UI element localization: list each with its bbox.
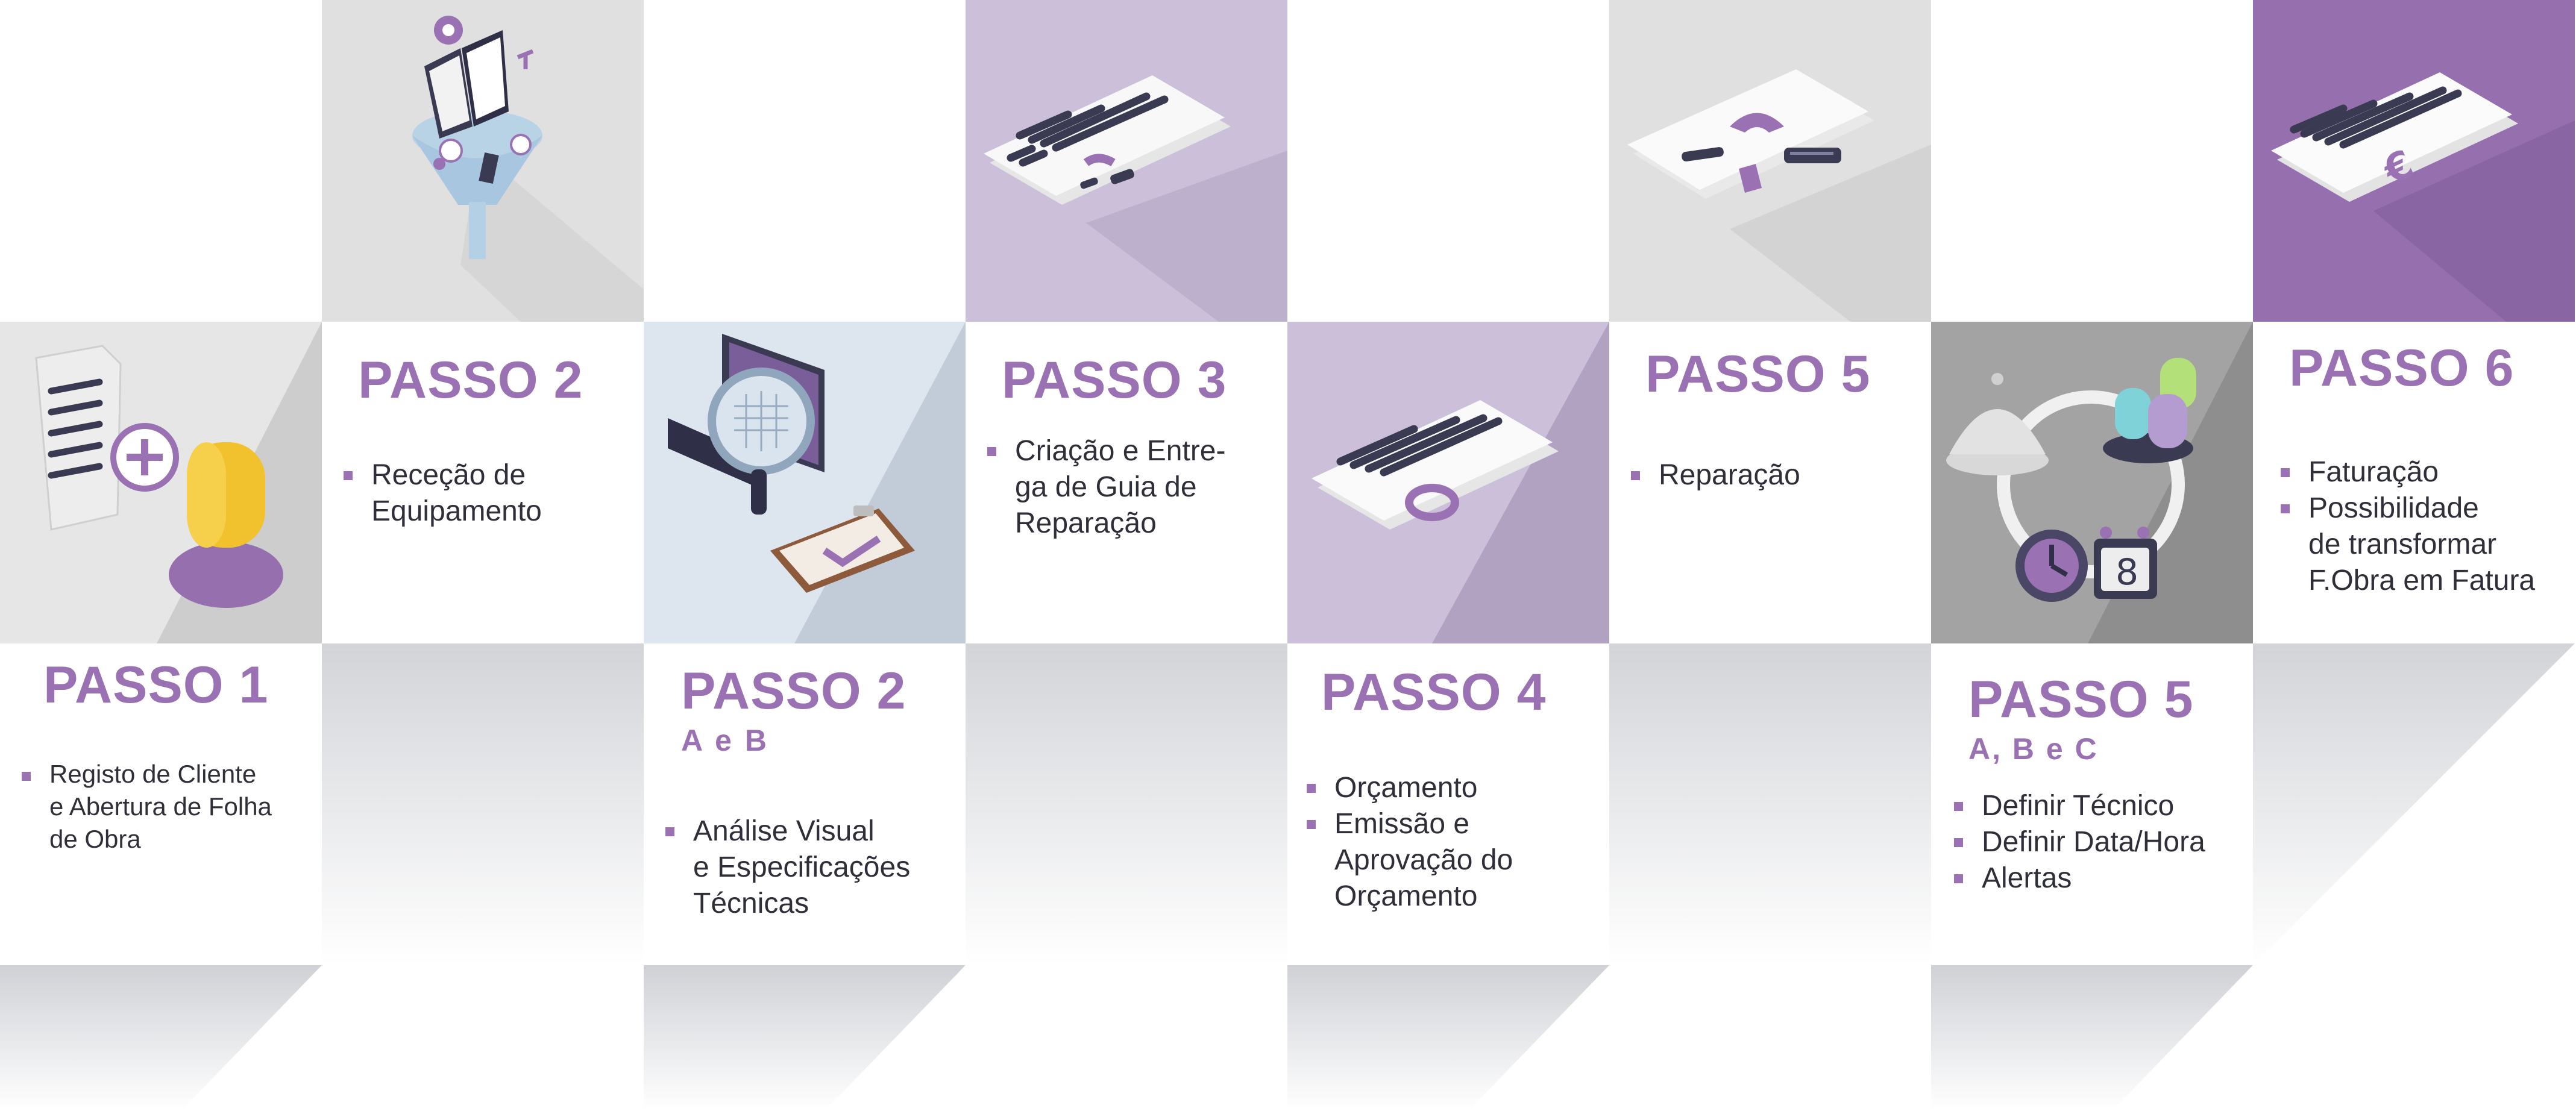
step-items: Definir Técnico Definir Data/Hora Alerta… (1952, 788, 2205, 897)
step-items: Criação e Entre- ga de Guia de Reparação (985, 433, 1225, 542)
blank-tile (0, 0, 322, 322)
step-items: Registo de Cliente e Abertura de Folha d… (19, 758, 272, 856)
blank-tile (644, 0, 966, 322)
scheduling-cycle-icon: 8 (1946, 322, 2253, 643)
step-title: PASSO 2 (681, 662, 906, 720)
passo-2ab-card: PASSO 2 A e B Análise Visual e Especific… (644, 643, 966, 965)
fold-shadow (0, 965, 322, 1111)
passo-1-card: PASSO 1 Registo de Cliente e Abertura de… (0, 643, 322, 965)
step-subtitle: A e B (681, 724, 769, 757)
step-items: Receção de Equipamento (341, 457, 542, 530)
passo-5abc-card: PASSO 5 A, B e C Definir Técnico Definir… (1931, 643, 2253, 965)
step-items: Análise Visual e Especificações Técnicas (663, 813, 910, 922)
list-item: Receção de Equipamento (341, 457, 542, 530)
fold-shadow (1931, 965, 2253, 1111)
step-title: PASSO 2 (358, 351, 583, 409)
passo-5-illustration (1609, 0, 1931, 322)
list-item: Definir Data/Hora (1952, 824, 2205, 860)
fold-shadow (1609, 643, 1931, 965)
passo-6-illustration: € (2253, 0, 2575, 322)
budget-document-icon (1312, 322, 1609, 643)
list-item: Emissão e Aprovação do Orçamento (1304, 806, 1513, 915)
repair-guide-document-icon (984, 75, 1287, 322)
fold-shadow (1287, 965, 1609, 1111)
passo-5-card: PASSO 5 Reparação (1609, 322, 1931, 643)
fold-shadow (966, 643, 1287, 965)
invoice-euro-icon: € (2271, 72, 2575, 322)
list-item: Alertas (1952, 860, 2205, 897)
equipment-funnel-icon (412, 16, 644, 322)
svg-text:8: 8 (2116, 551, 2138, 593)
passo-2-illustration (322, 0, 644, 322)
list-item: Reparação (1629, 457, 1800, 493)
step-title: PASSO 6 (2289, 339, 2515, 397)
step-title: PASSO 5 (1968, 671, 2194, 728)
repair-tools-icon (1627, 69, 1931, 322)
passo-5abc-illustration: 8 (1931, 322, 2253, 643)
blank-tile (1931, 0, 2253, 322)
step-title: PASSO 4 (1321, 663, 1547, 721)
step-items: Reparação (1629, 457, 1800, 493)
step-title: PASSO 3 (1002, 351, 1227, 409)
step-items: Orçamento Emissão e Aprovação do Orçamen… (1304, 770, 1513, 915)
add-client-icon (35, 322, 322, 643)
list-item: Orçamento (1304, 770, 1513, 806)
step-title: PASSO 1 (43, 656, 269, 714)
fold-shadow (644, 965, 966, 1111)
step-title: PASSO 5 (1645, 345, 1871, 403)
blank-tile (1287, 0, 1609, 322)
passo-2-card: PASSO 2 Receção de Equipamento (322, 322, 644, 643)
passo-6-card: PASSO 6 Faturação Possibilidade de trans… (2253, 322, 2575, 643)
passo-4-card: PASSO 4 Orçamento Emissão e Aprovação do… (1287, 643, 1609, 965)
passo-3-illustration (966, 0, 1287, 322)
step-items: Faturação Possibilidade de transformar F… (2278, 454, 2535, 599)
passo-4-illustration (1287, 322, 1609, 643)
list-item: Faturação (2278, 454, 2535, 490)
step-subtitle: A, B e C (1968, 732, 2099, 766)
list-item: Definir Técnico (1952, 788, 2205, 824)
passo-1-illustration (0, 322, 322, 643)
list-item: Possibilidade de transformar F.Obra em F… (2278, 490, 2535, 599)
laptop-magnifier-icon (668, 322, 966, 643)
list-item: Análise Visual e Especificações Técnicas (663, 813, 910, 922)
passo-3-card: PASSO 3 Criação e Entre- ga de Guia de R… (966, 322, 1287, 643)
fold-shadow (322, 643, 644, 965)
list-item: Criação e Entre- ga de Guia de Reparação (985, 433, 1225, 542)
passo-2ab-illustration (644, 322, 966, 643)
list-item: Registo de Cliente e Abertura de Folha d… (19, 758, 272, 856)
fold-shadow (2253, 643, 2575, 965)
